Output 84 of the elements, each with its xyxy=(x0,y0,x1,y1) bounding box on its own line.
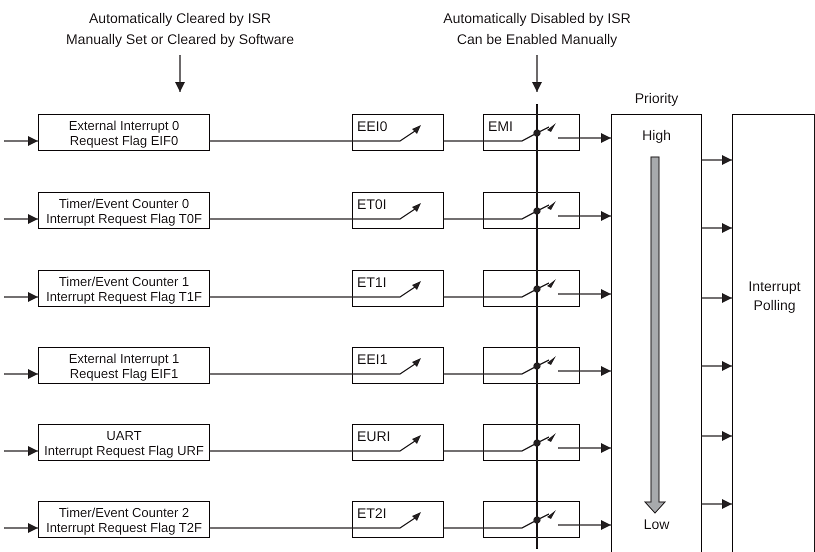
flag-label: Request Flag EIF1 xyxy=(70,366,178,380)
connector-line xyxy=(210,527,352,529)
master-enable-box xyxy=(483,424,580,461)
flag-label: Interrupt Request Flag URF xyxy=(44,442,204,458)
connector-line xyxy=(483,439,541,452)
arrow xyxy=(702,361,732,371)
arrow xyxy=(4,523,38,533)
master-enable-box xyxy=(483,347,580,384)
flag-label: External Interrupt 0 xyxy=(68,118,180,132)
flag-label: Interrupt Request Flag T1F xyxy=(46,288,202,304)
connector-line xyxy=(483,207,541,220)
connector-line xyxy=(483,362,541,375)
arrow xyxy=(702,431,732,441)
arrow xyxy=(4,214,38,224)
arrow xyxy=(702,499,732,509)
enable-label: ET2I xyxy=(357,505,387,521)
connector-line xyxy=(444,527,483,529)
annotation-text: Manually Set or Cleared by Software xyxy=(65,30,295,49)
arrow xyxy=(580,133,611,143)
flag-label: Interrupt Request Flag T0F xyxy=(46,210,202,226)
connector-line xyxy=(444,450,483,452)
flag-box xyxy=(38,270,210,307)
flag-box xyxy=(38,347,210,384)
connector-line xyxy=(483,516,541,529)
annotation-text: Automatically Disabled by ISR xyxy=(442,9,632,28)
enable-label: ET0I xyxy=(357,196,387,212)
connector-line xyxy=(210,296,352,298)
master-enable-box xyxy=(483,192,580,229)
flag-label: Request Flag EIF0 xyxy=(70,132,178,148)
connector-line xyxy=(210,218,352,220)
connector-line xyxy=(444,296,483,298)
arrow xyxy=(702,223,732,233)
arrow xyxy=(702,155,732,165)
flag-label: Timer/Event Counter 1 xyxy=(58,274,190,288)
connector-line xyxy=(444,373,483,375)
annotation-text: Automatically Cleared by ISR xyxy=(88,9,272,28)
enable-label: EEI1 xyxy=(357,351,388,367)
arrow xyxy=(580,520,611,530)
flag-label: Timer/Event Counter 0 xyxy=(58,196,190,210)
enable-label: ET1I xyxy=(357,274,387,290)
arrow xyxy=(702,293,732,303)
priority-high-label: High xyxy=(641,127,672,143)
connector-line xyxy=(483,285,541,298)
enable-line xyxy=(536,104,538,549)
arrow xyxy=(580,366,611,376)
arrow xyxy=(580,211,611,221)
priority-box xyxy=(611,114,702,552)
enable-box xyxy=(352,270,444,307)
arrow xyxy=(4,369,38,379)
flag-label: Timer/Event Counter 2 xyxy=(58,504,190,520)
flag-box xyxy=(38,192,210,229)
arrow xyxy=(580,443,611,453)
connector-line xyxy=(210,140,352,142)
connector-line xyxy=(483,129,541,142)
master-enable-box xyxy=(483,114,580,151)
flag-box xyxy=(38,114,210,151)
arrow xyxy=(4,136,38,146)
master-enable-box xyxy=(483,501,580,538)
enable-box xyxy=(352,424,444,461)
connector-line xyxy=(444,218,483,220)
enable-label: EURI xyxy=(357,428,390,444)
flag-label: External Interrupt 1 xyxy=(68,350,180,366)
arrow xyxy=(580,289,611,299)
enable-label: EEI0 xyxy=(357,118,388,134)
enable-box xyxy=(352,114,444,151)
connector-line xyxy=(444,140,483,142)
connector-line xyxy=(210,373,352,375)
priority-heading: Priority xyxy=(634,90,680,106)
arrow xyxy=(4,446,38,456)
arrow xyxy=(4,292,38,302)
polling-label: Interrupt Polling xyxy=(747,277,802,315)
enable-box xyxy=(352,501,444,538)
connector-line xyxy=(210,450,352,452)
flag-box xyxy=(38,501,210,538)
flag-box xyxy=(38,424,210,461)
enable-box xyxy=(352,347,444,384)
enable-box xyxy=(352,192,444,229)
priority-low-label: Low xyxy=(642,516,670,532)
flag-label: Interrupt Request Flag T2F xyxy=(46,520,202,534)
polling-box xyxy=(732,114,815,552)
enable-label: EMI xyxy=(488,118,513,134)
master-enable-box xyxy=(483,270,580,307)
annotation-text: Can be Enabled Manually xyxy=(456,30,618,49)
flag-label: UART xyxy=(106,428,142,442)
